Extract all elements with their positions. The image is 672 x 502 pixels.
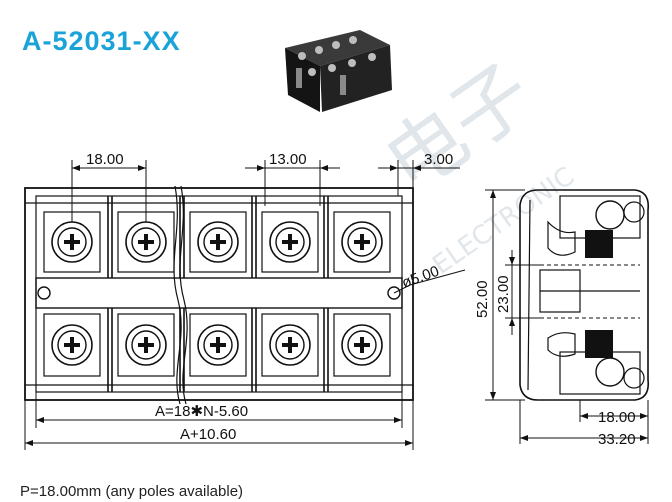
label-hole-dia: ø5.00 (400, 263, 442, 292)
screw-row-bottom (51, 324, 383, 366)
label-height-inner: 23.00 (495, 275, 512, 313)
label-side-total: 33.20 (598, 431, 636, 448)
dimension-height-inner: 23.00 (495, 250, 540, 335)
dimension-side-inner: 18.00 (579, 400, 649, 426)
front-view (24, 185, 414, 405)
dimension-edge-offset: 3.00 (378, 151, 460, 196)
part-number-title: A-52031-XX (22, 26, 181, 56)
label-side-inner: 18.00 (598, 409, 636, 426)
side-view (519, 189, 650, 401)
dimension-height-total: 52.00 (474, 189, 525, 401)
dimension-pitch-mid: 13.00 (245, 151, 340, 206)
label-edge-offset: 3.00 (424, 151, 453, 168)
screw-row-top (51, 221, 383, 263)
dimension-length-a: A=18✱N-5.60 (35, 392, 403, 428)
label-height-total: 52.00 (474, 280, 491, 318)
label-length-a: A=18✱N-5.60 (155, 403, 248, 420)
dimension-length-total: A+10.60 (24, 400, 414, 450)
dimension-side-total: 33.20 (519, 400, 649, 448)
label-pitch-mid: 13.00 (269, 151, 307, 168)
footer-note: P=18.00mm (any poles available) (20, 483, 244, 500)
label-pitch-top: 18.00 (86, 151, 124, 168)
dimension-pitch-top: 18.00 (71, 151, 147, 222)
label-length-total: A+10.60 (180, 426, 236, 443)
product-photo (285, 30, 392, 112)
watermark-main: 电子 (370, 47, 549, 210)
